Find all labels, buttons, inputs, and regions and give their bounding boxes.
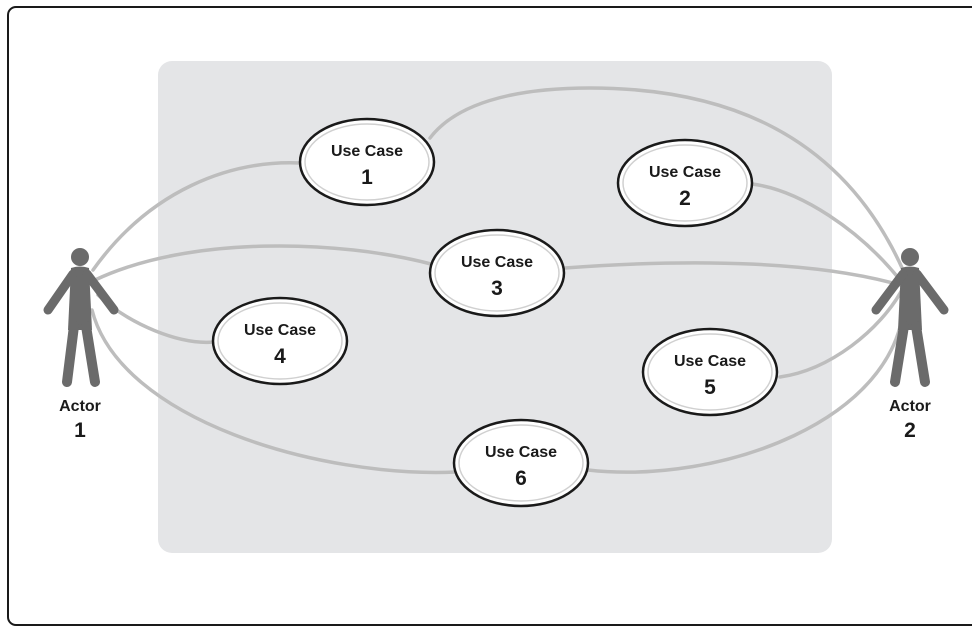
use-case-ellipse xyxy=(616,138,754,228)
use-case-label: Use Case xyxy=(244,322,316,339)
association-actor2-uc2 xyxy=(750,182,902,282)
association-actor2-uc5 xyxy=(778,288,904,379)
use-case-label: Use Case xyxy=(649,164,721,181)
use-case-diagram: Use Case 1 Use Case 2 Use Case 3 Use Cas… xyxy=(43,86,949,508)
actor-1-figure-icon[interactable] xyxy=(43,248,119,387)
actor-label-number: 1 xyxy=(74,418,86,442)
actor-label-number: 2 xyxy=(904,418,916,442)
use-case-ellipse xyxy=(298,117,436,207)
use-case-number: 2 xyxy=(679,187,691,210)
association-actor2-uc3 xyxy=(563,261,902,287)
use-case-ellipse xyxy=(641,327,779,417)
use-case-2[interactable]: Use Case 2 xyxy=(616,138,754,228)
association-actor1-uc4 xyxy=(96,293,216,345)
use-case-ellipse xyxy=(452,418,590,508)
use-case-3[interactable]: Use Case 3 xyxy=(428,228,566,318)
use-case-number: 3 xyxy=(491,277,503,300)
actor-label-text: Actor xyxy=(59,398,101,415)
association-actor2-uc1 xyxy=(428,86,905,272)
use-case-number: 5 xyxy=(704,376,716,399)
actor-label-text: Actor xyxy=(889,398,931,415)
use-case-number: 6 xyxy=(515,467,527,490)
actor-2-label: Actor 2 xyxy=(870,398,950,442)
use-case-label: Use Case xyxy=(331,143,403,160)
use-case-ellipse xyxy=(211,296,349,386)
use-case-ellipse xyxy=(428,228,566,318)
actor-1-label: Actor 1 xyxy=(40,398,120,442)
association-actor1-uc1 xyxy=(91,161,302,272)
use-case-1[interactable]: Use Case 1 xyxy=(298,117,436,207)
use-case-number: 4 xyxy=(274,345,286,368)
association-actor2-uc6 xyxy=(586,298,906,474)
association-actor1-uc6 xyxy=(90,308,458,475)
association-lines xyxy=(90,86,906,475)
association-actor1-uc3 xyxy=(93,244,433,282)
use-case-6[interactable]: Use Case 6 xyxy=(452,418,590,508)
use-case-4[interactable]: Use Case 4 xyxy=(211,296,349,386)
use-case-label: Use Case xyxy=(461,254,533,271)
use-case-label: Use Case xyxy=(674,353,746,370)
use-case-number: 1 xyxy=(361,166,373,189)
use-case-5[interactable]: Use Case 5 xyxy=(641,327,779,417)
use-case-label: Use Case xyxy=(485,444,557,461)
actor-2-figure-icon[interactable] xyxy=(871,248,949,387)
